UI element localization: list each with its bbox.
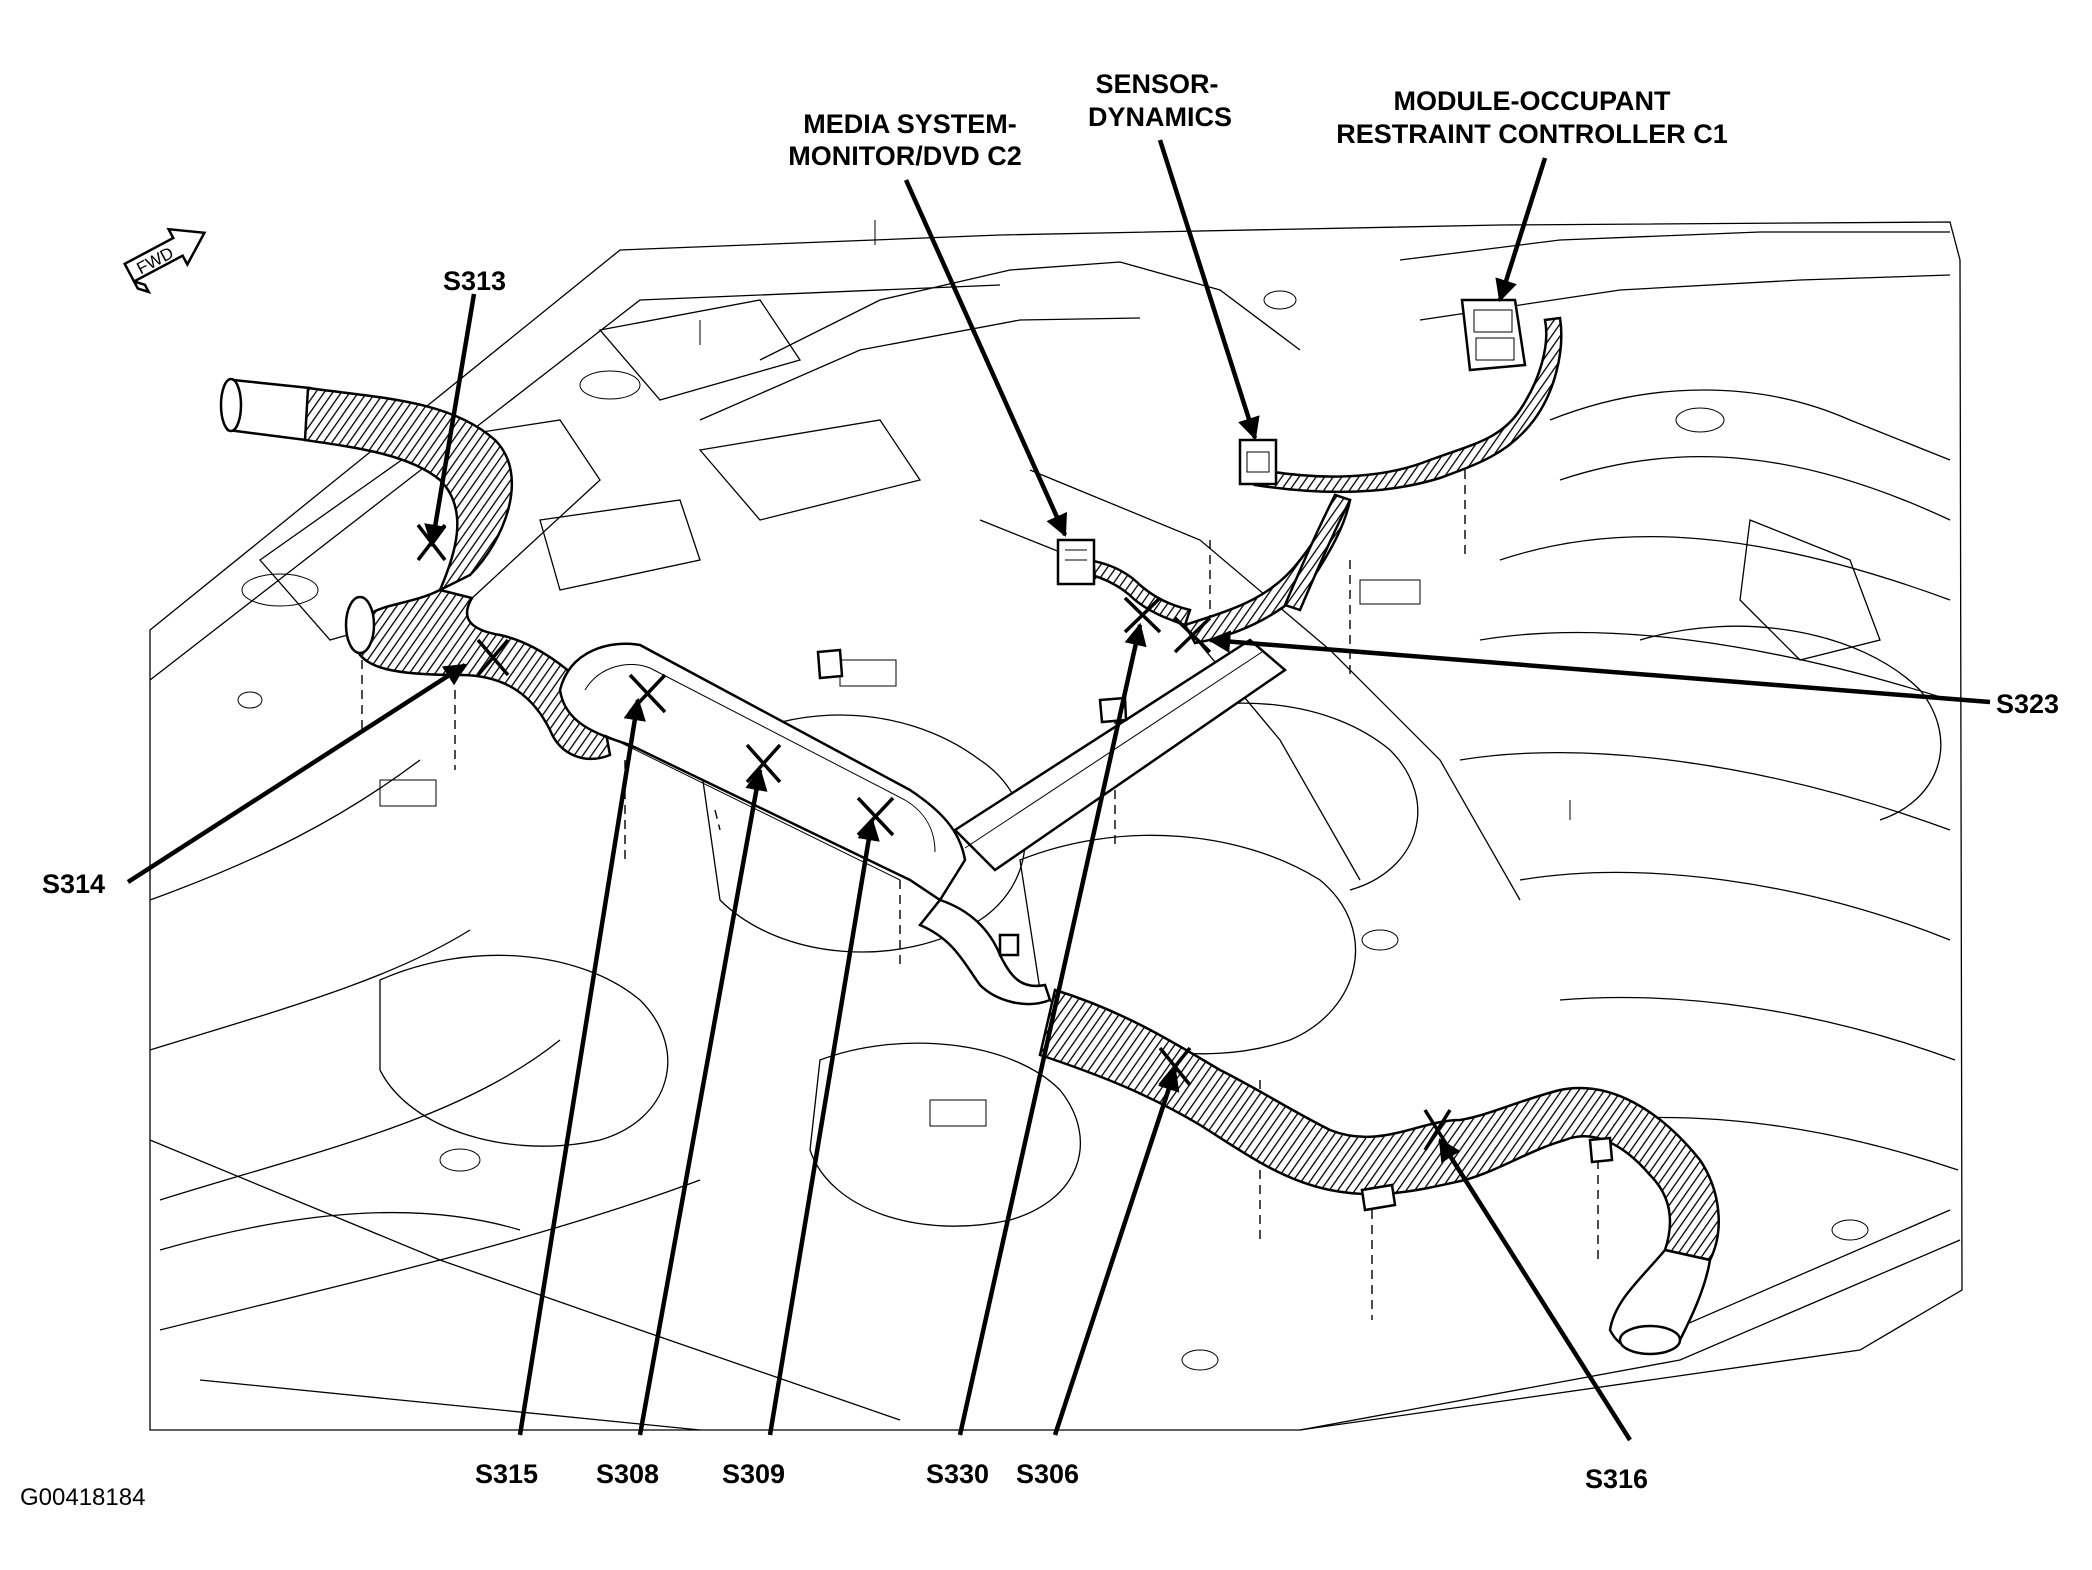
svg-text:MODULE-OCCUPANT: MODULE-OCCUPANT	[1394, 86, 1671, 116]
callout-module-occupant: MODULE-OCCUPANT RESTRAINT CONTROLLER C1	[1336, 86, 1728, 149]
svg-text:SENSOR-: SENSOR-	[1095, 69, 1218, 99]
splice-label-s316: S316	[1585, 1464, 1648, 1494]
module-connector	[1460, 298, 1527, 372]
splice-label-s309: S309	[722, 1459, 785, 1489]
splice-label-s313: S313	[443, 266, 506, 296]
media-connector	[1056, 538, 1096, 586]
splice-label-s330: S330	[926, 1459, 989, 1489]
svg-text:RESTRAINT CONTROLLER C1: RESTRAINT CONTROLLER C1	[1336, 119, 1728, 149]
callout-sensor-dynamics: SENSOR- DYNAMICS	[1088, 69, 1232, 132]
splice-label-s306: S306	[1016, 1459, 1079, 1489]
figure-id: G00418184	[20, 1484, 145, 1511]
splice-label-s315: S315	[475, 1459, 538, 1489]
callout-media-system: MEDIA SYSTEM- MONITOR/DVD C2	[788, 109, 1022, 171]
mounting-lines	[361, 470, 1599, 1320]
sensor-connector	[1238, 438, 1278, 486]
svg-text:MONITOR/DVD C2: MONITOR/DVD C2	[788, 141, 1022, 171]
leader-lines	[126, 139, 1991, 1442]
splice-label-s323: S323	[1996, 689, 2059, 719]
svg-text:MEDIA SYSTEM-: MEDIA SYSTEM-	[803, 109, 1017, 139]
forward-direction-arrow: FWD	[123, 227, 207, 294]
splice-label-s308: S308	[596, 1459, 659, 1489]
svg-text:DYNAMICS: DYNAMICS	[1088, 102, 1232, 132]
splice-label-s314: S314	[42, 869, 105, 899]
